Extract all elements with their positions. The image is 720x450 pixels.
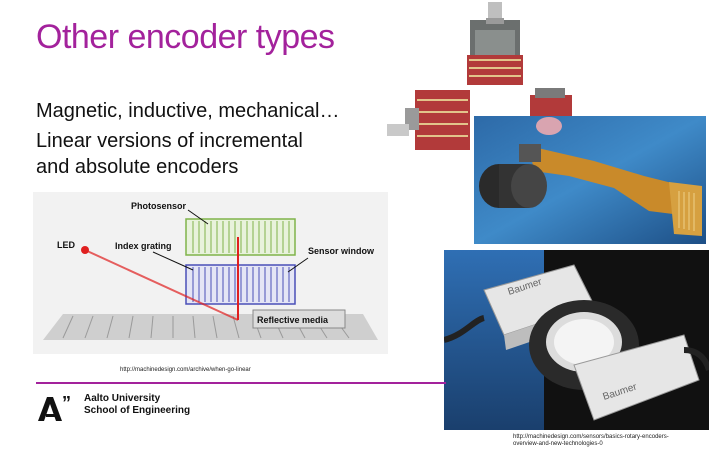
svg-text:”: ” [62,395,71,413]
label-photosensor: Photosensor [131,201,187,211]
magnetic-encoder-photo [474,116,706,244]
label-reflective-media: Reflective media [257,315,329,325]
rotary-encoder-photo: Baumer Baumer [444,250,709,430]
aalto-logo-icon: ” [38,395,71,421]
label-sensor-window: Sensor window [308,246,375,256]
label-index-grating: Index grating [115,241,172,251]
bullet-line-1: Magnetic, inductive, mechanical… [36,100,340,122]
source-link-rotary[interactable]: http://machinedesign.com/sensors/basics-… [513,434,669,447]
bullet-line-3: and absolute encoders [36,156,239,178]
footer-divider [36,382,446,384]
mechanical-encoder-photo [385,0,585,180]
university-name: Aalto University [84,393,161,404]
slide-title: Other encoder types [36,18,335,56]
label-led: LED [57,240,76,250]
bullet-line-2: Linear versions of incremental [36,130,303,152]
source-link-linear[interactable]: http://machinedesign.com/archive/when-go… [120,367,251,373]
school-name: School of Engineering [84,405,191,416]
linear-encoder-diagram: Photosensor LED Index grating Sensor win… [33,192,388,354]
